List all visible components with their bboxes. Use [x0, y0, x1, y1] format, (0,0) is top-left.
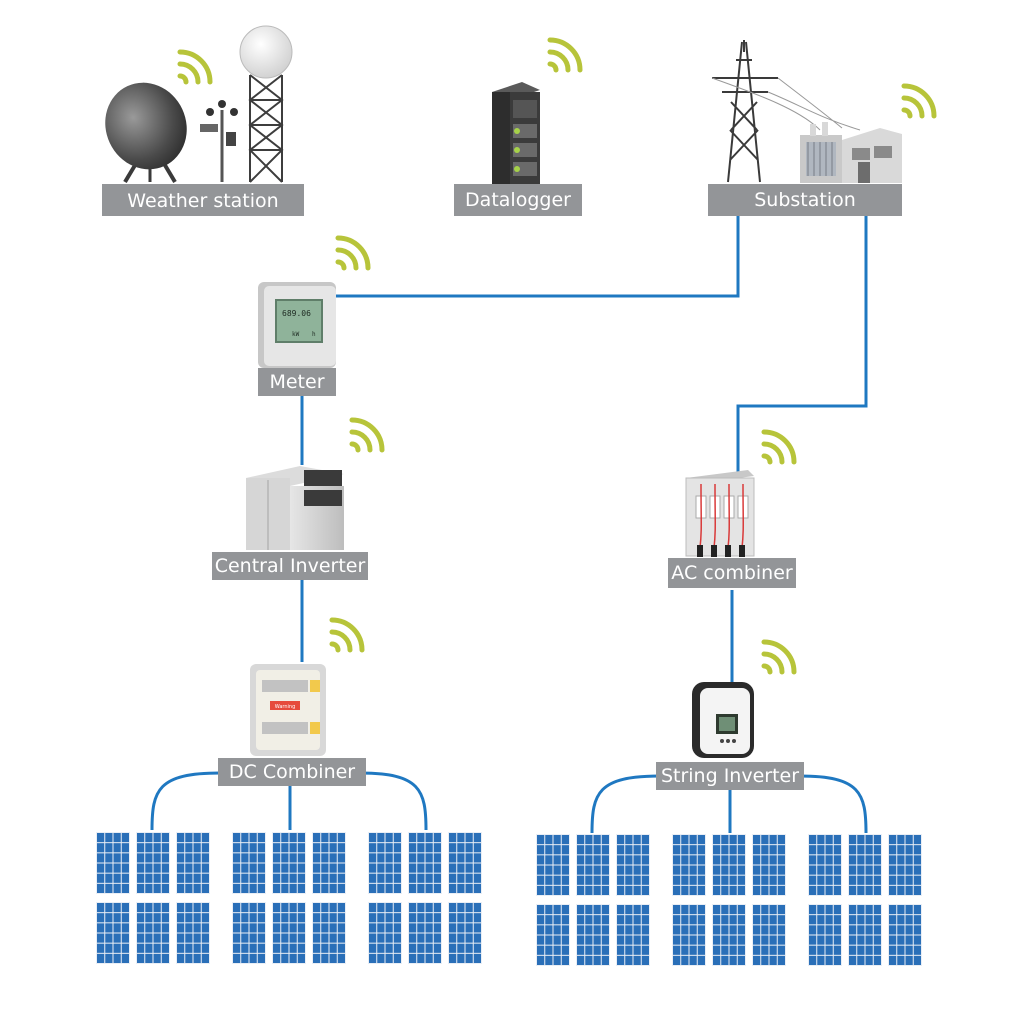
solar-panel-icon — [312, 832, 346, 894]
solar-panel-icon — [368, 832, 402, 894]
central-inverter-label: Central Inverter — [212, 552, 368, 580]
wifi-signal-icon — [335, 235, 371, 271]
solar-panel-icon — [136, 902, 170, 964]
solar-panel-icon — [96, 832, 130, 894]
wifi-signal-icon — [329, 617, 365, 653]
solar-panel-icon — [808, 834, 842, 896]
solar-panel-array — [96, 832, 922, 966]
meter-reading: 689.06 — [282, 309, 311, 318]
dc-combiner-label: DC Combiner — [218, 758, 366, 786]
wifi-signal-icon — [761, 429, 797, 465]
dc-combiner-badge: Warning — [275, 704, 296, 710]
solar-panel-icon — [616, 834, 650, 896]
weather-station-label-text: Weather station — [127, 190, 278, 212]
datalogger-label-text: Datalogger — [465, 189, 571, 211]
solar-panel-icon — [712, 834, 746, 896]
solar-panel-icon — [448, 902, 482, 964]
dc-combiner-label-text: DC Combiner — [229, 761, 355, 783]
solar-panel-icon — [312, 902, 346, 964]
solar-panel-icon — [712, 904, 746, 966]
solar-panel-icon — [408, 832, 442, 894]
meter-label: Meter — [258, 368, 336, 396]
wire-string-inverter-panels — [590, 774, 868, 834]
solar-panel-icon — [272, 902, 306, 964]
solar-panel-icon — [232, 832, 266, 894]
anemometer-icon — [200, 100, 238, 182]
solar-panel-icon — [576, 904, 610, 966]
solar-panel-icon — [408, 902, 442, 964]
ac-combiner-label: AC combiner — [668, 558, 796, 588]
solar-panel-icon — [96, 902, 130, 964]
combiner-box-icon: Warning — [250, 664, 326, 756]
wire-meter-substation — [336, 216, 740, 298]
solar-panel-icon — [848, 834, 882, 896]
datalogger-label: Datalogger — [454, 184, 582, 216]
wifi-signal-icon — [349, 417, 385, 453]
solar-panel-icon — [752, 904, 786, 966]
solar-panel-icon — [808, 904, 842, 966]
solar-panel-icon — [176, 902, 210, 964]
solar-panel-icon — [232, 902, 266, 964]
string-inverter-label-text: String Inverter — [661, 765, 799, 787]
substation-label: Substation — [708, 184, 902, 216]
ac-combiner-label-text: AC combiner — [671, 562, 793, 584]
string-inverter-icon — [692, 682, 754, 758]
solar-panel-icon — [672, 834, 706, 896]
radar-tower-icon — [239, 25, 293, 183]
wire-dc-combiner-panels — [150, 771, 428, 831]
solar-panel-icon — [448, 832, 482, 894]
solar-panel-icon — [672, 904, 706, 966]
wifi-signal-icon — [901, 83, 937, 119]
solar-panel-icon — [272, 832, 306, 894]
solar-panel-icon — [368, 902, 402, 964]
solar-panel-icon — [888, 834, 922, 896]
server-rack-icon — [492, 82, 540, 184]
satellite-dish-icon — [105, 82, 187, 184]
wire-substation-ac-combiner — [736, 216, 868, 472]
inverter-cabinet-icon — [246, 466, 344, 550]
wifi-signal-icon — [547, 37, 583, 73]
meter-unit: kW — [292, 331, 300, 338]
transmission-tower-icon — [711, 40, 861, 183]
weather-station-label: Weather station — [102, 184, 304, 216]
connection-wires — [150, 216, 868, 834]
transformer-icon — [800, 122, 902, 183]
weather-station-icon — [105, 25, 293, 184]
solar-panel-icon — [576, 834, 610, 896]
wifi-signal-icon — [177, 49, 213, 85]
string-inverter-label: String Inverter — [656, 762, 804, 790]
solar-panel-icon — [536, 904, 570, 966]
solar-panel-icon — [136, 832, 170, 894]
meter-label-text: Meter — [269, 371, 324, 393]
solar-panel-icon — [536, 834, 570, 896]
meter-unit-h: h — [312, 331, 316, 338]
solar-panel-icon — [616, 904, 650, 966]
solar-panel-icon — [752, 834, 786, 896]
solar-panel-icon — [176, 832, 210, 894]
wifi-signal-icon — [761, 639, 797, 675]
solar-panel-icon — [848, 904, 882, 966]
combiner-box-icon — [685, 470, 755, 557]
central-inverter-label-text: Central Inverter — [215, 555, 366, 577]
substation-label-text: Substation — [754, 189, 856, 211]
energy-meter-icon: 689.06 kW h — [258, 282, 336, 368]
solar-panel-icon — [888, 904, 922, 966]
